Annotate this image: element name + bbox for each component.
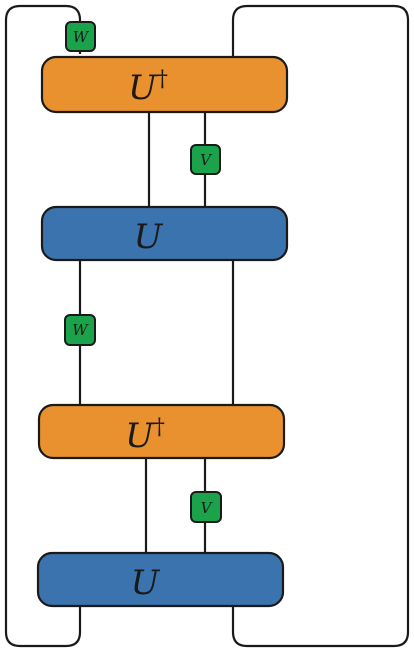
u-dagger-bottom-base: U xyxy=(125,416,155,456)
u-dagger-bottom-superscript: † xyxy=(154,415,165,440)
v-upper-label: V xyxy=(200,151,213,169)
u-gate-top: U xyxy=(40,205,289,262)
u-gate-bottom: U xyxy=(36,551,285,608)
w-middle-label: W xyxy=(72,321,89,339)
svg-text:U†: U† xyxy=(128,67,168,108)
u-dagger-top-superscript: † xyxy=(157,67,168,92)
v-lower-label: V xyxy=(201,499,214,517)
svg-text:U†: U† xyxy=(125,415,165,456)
w-top-label: W xyxy=(73,28,90,46)
u-dagger-gate-bottom: U† xyxy=(37,403,286,460)
u-bottom-label: U xyxy=(131,563,161,603)
u-dagger-gate-top: U† xyxy=(40,55,289,114)
right-loop-wire xyxy=(231,4,410,648)
v-gate-upper: V xyxy=(190,144,221,175)
w-gate-top: W xyxy=(65,21,96,52)
v-gate-lower: V xyxy=(190,491,222,523)
u-dagger-top-base: U xyxy=(128,68,158,108)
w-gate-middle: W xyxy=(64,314,96,346)
left-loop-wire xyxy=(4,4,82,648)
u-top-label: U xyxy=(134,217,164,257)
